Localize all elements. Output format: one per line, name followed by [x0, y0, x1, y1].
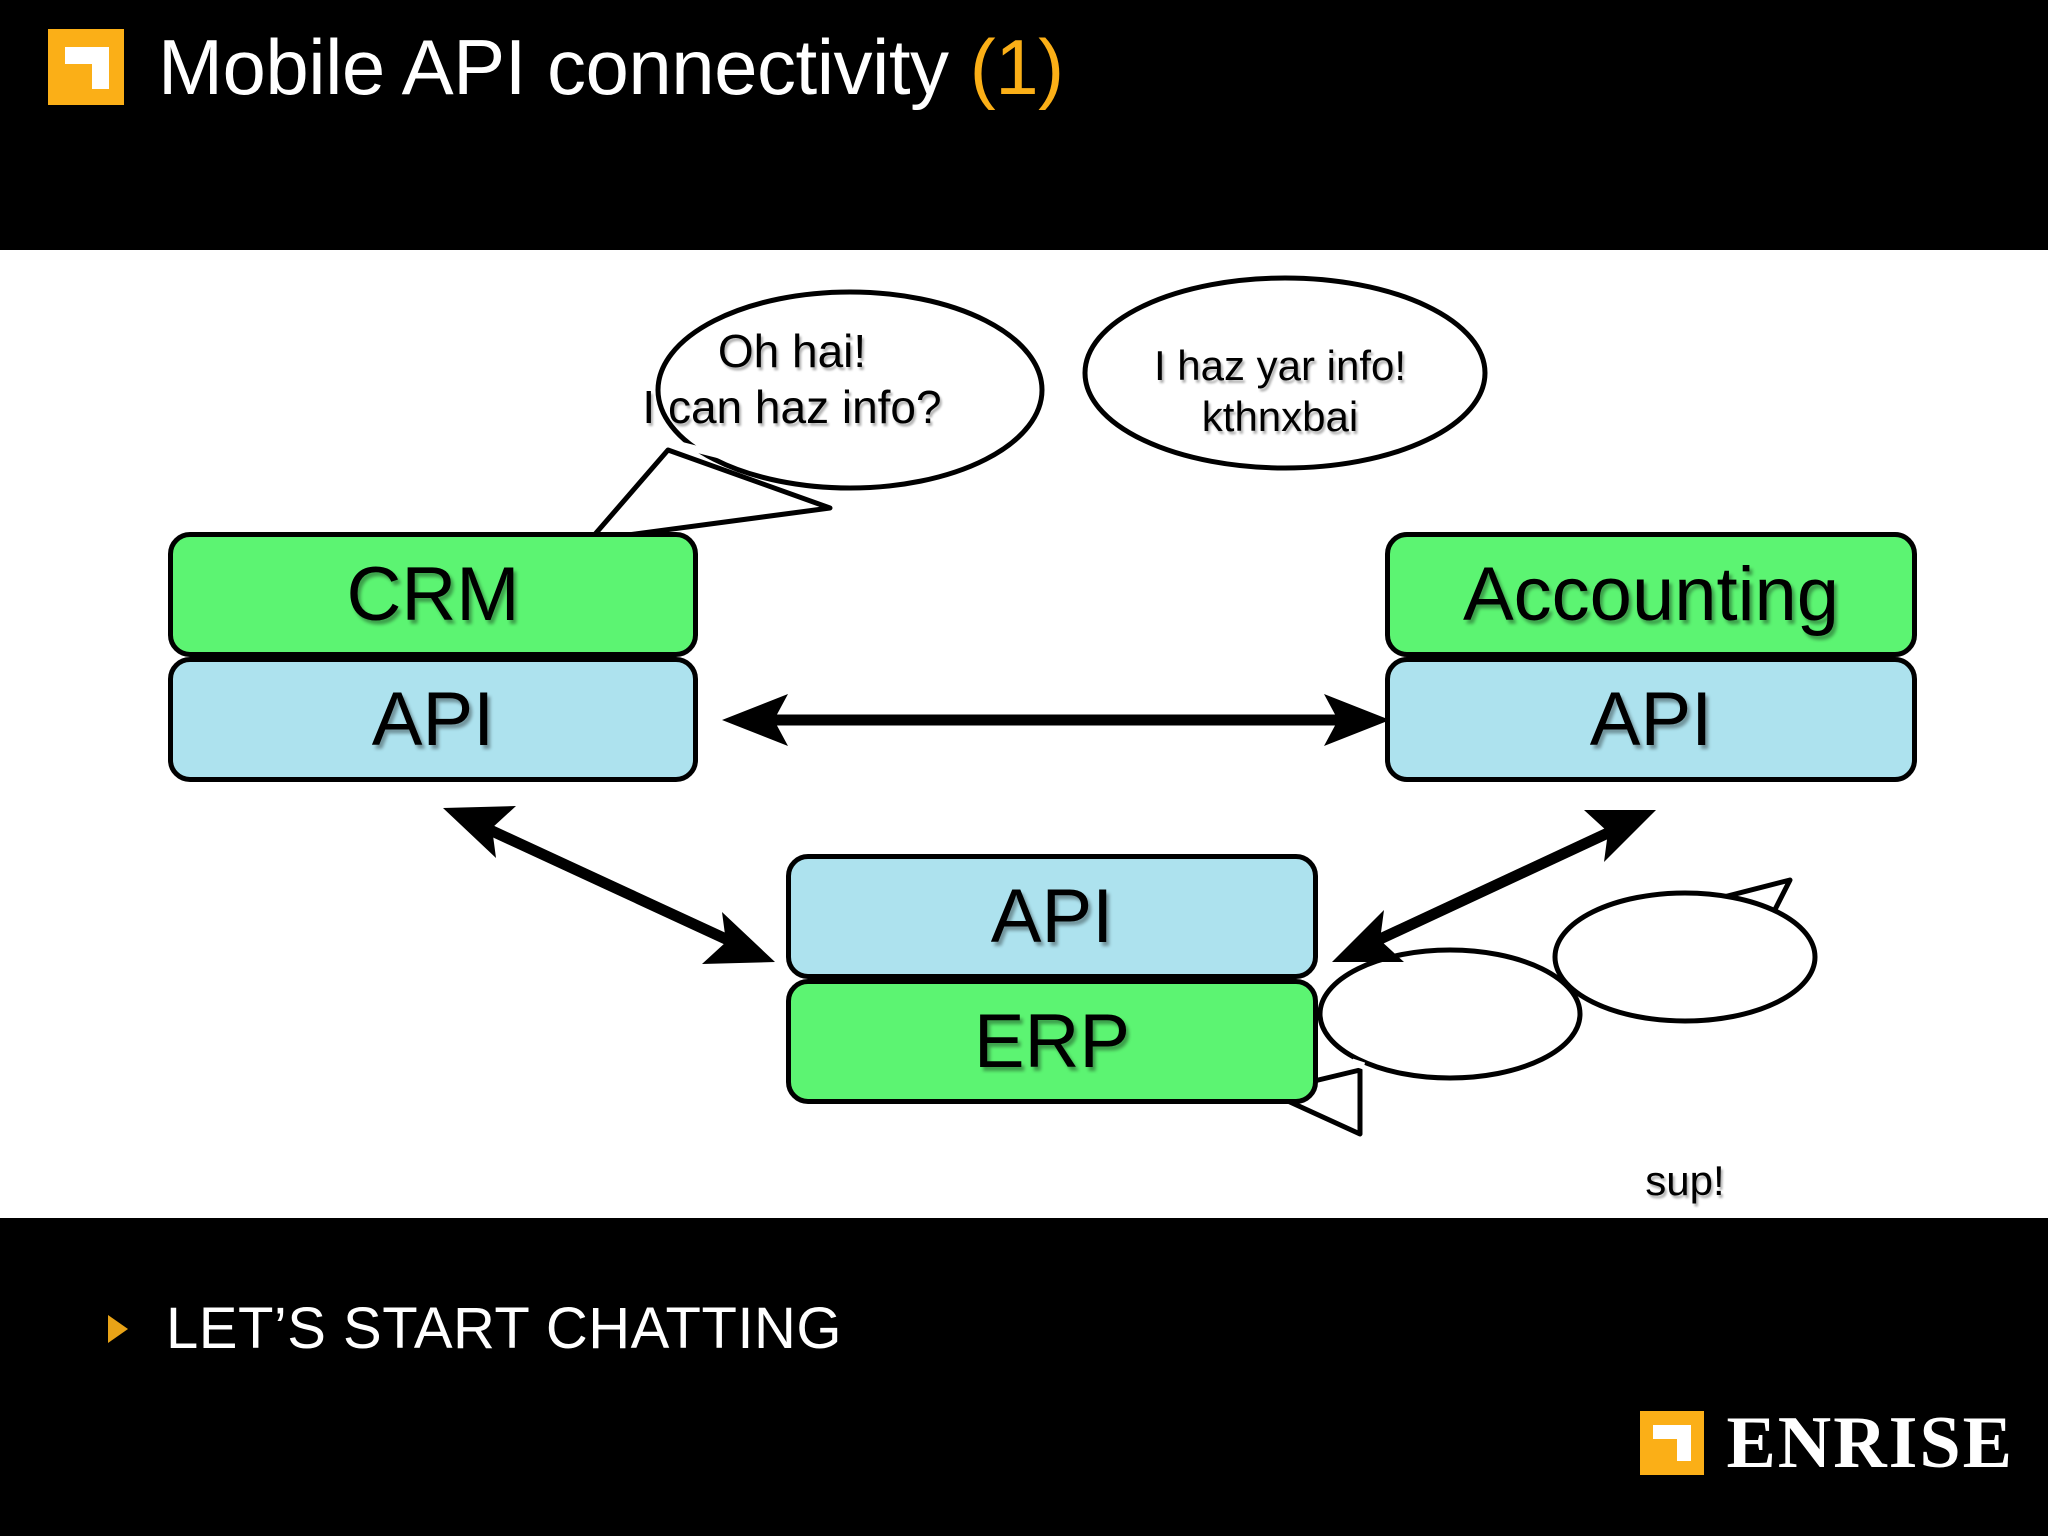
footer-bullet-row: LET’S START CHATTING: [108, 1300, 842, 1358]
diagram-box-crm[interactable]: CRM: [168, 532, 698, 657]
page-title-text: Mobile API connectivity: [158, 23, 949, 111]
diagram-box-accounting[interactable]: Accounting: [1385, 532, 1917, 657]
slide-footer: LET’S START CHATTING ENRISE: [0, 1218, 2048, 1536]
bubble-4-shape: [1552, 877, 1818, 1024]
logo-vertical-bar: [92, 47, 109, 89]
enrise-corner-logo-icon: [48, 29, 124, 105]
diagram-box-erp[interactable]: ERP: [786, 979, 1318, 1104]
diagram-canvas: CRM API Accounting API API ERP Oh hai! I…: [0, 250, 2048, 1262]
diagram-box-accounting-api[interactable]: API: [1385, 657, 1917, 782]
bubble-3-shape: [1265, 947, 1583, 1137]
enrise-corner-logo-icon: [1640, 1411, 1705, 1475]
bubble-2-shape: [1082, 275, 1488, 471]
triangle-bullet-icon: [108, 1315, 128, 1343]
diagram-vector-layer: [443, 275, 1818, 1137]
bubble-1-shape: [587, 289, 1045, 543]
page-title: Mobile API connectivity (1): [158, 28, 1064, 106]
footer-bullet-label: LET’S START CHATTING: [166, 1296, 843, 1361]
slide-header: Mobile API connectivity (1): [0, 0, 2048, 250]
brand-name: ENRISE: [1726, 1402, 2014, 1484]
diagram-box-erp-api[interactable]: API: [786, 854, 1318, 979]
diagram-box-crm-api[interactable]: API: [168, 657, 698, 782]
connector-crm-accounting: [722, 694, 1390, 746]
page-title-suffix: (1): [969, 23, 1064, 111]
enrise-brand: ENRISE: [1640, 1406, 2014, 1480]
connector-erp-accounting: [1332, 810, 1656, 962]
connector-crm-erp: [443, 806, 775, 964]
brand-logo-vertical-bar: [1677, 1425, 1692, 1461]
header-inner: Mobile API connectivity (1): [48, 28, 1064, 106]
